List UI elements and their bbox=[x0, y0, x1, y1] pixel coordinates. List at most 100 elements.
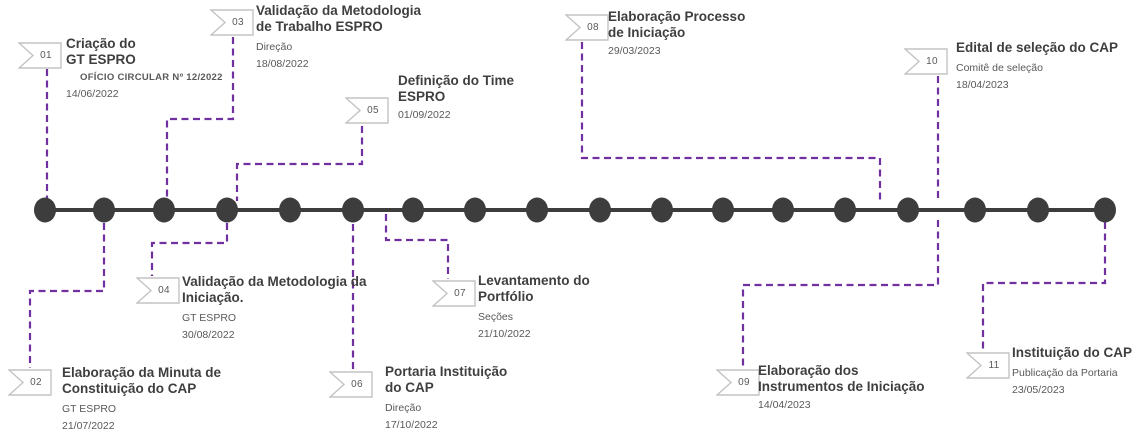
milestone-text-10: Edital de seleção do CAP Comitê de seleçã… bbox=[956, 40, 1118, 92]
milestone-subtitle: Comitê de seleção bbox=[956, 62, 1043, 74]
flag-banner-shape bbox=[565, 14, 609, 41]
connector-11 bbox=[981, 222, 1107, 350]
flag-banner-icon bbox=[329, 371, 373, 398]
milestone-subtitle: GT ESPRO bbox=[182, 312, 237, 324]
flag-number: 09 bbox=[738, 377, 750, 388]
flag-number: 05 bbox=[367, 105, 379, 116]
milestone-title-line: de Iniciação bbox=[608, 25, 686, 40]
timeline-dot-7 bbox=[402, 197, 424, 223]
flag-banner-icon bbox=[8, 369, 52, 396]
flag-marker-10: 10 bbox=[904, 48, 948, 75]
flag-number: 10 bbox=[926, 56, 938, 67]
flag-banner-icon bbox=[966, 352, 1010, 379]
milestone-date: 21/10/2022 bbox=[478, 328, 531, 340]
flag-marker-09: 09 bbox=[716, 369, 760, 396]
timeline-dot-2 bbox=[93, 197, 115, 223]
flag-marker-02: 02 bbox=[8, 369, 52, 396]
milestone-title-line: Validação da Metodologia da bbox=[182, 274, 367, 289]
milestone-title-line: Elaboração da Minuta de bbox=[62, 365, 222, 380]
flag-banner-shape bbox=[329, 371, 373, 398]
flag-banner-icon bbox=[565, 14, 609, 41]
flag-banner-icon bbox=[18, 42, 62, 69]
milestone-title-line: Definição do Time bbox=[398, 73, 515, 88]
milestone-subtitle: Direção bbox=[256, 41, 293, 53]
timeline-dot-17 bbox=[1027, 197, 1049, 223]
milestone-subtitle: Publicação da Portaria bbox=[1012, 367, 1118, 379]
milestone-title-line: Instituição do CAP bbox=[1012, 345, 1133, 360]
timeline-dot-14 bbox=[834, 197, 856, 223]
milestone-title-line: Elaboração dos bbox=[758, 363, 859, 378]
connector-03 bbox=[165, 37, 235, 199]
milestone-title-line: do CAP bbox=[385, 380, 434, 395]
flag-banner-shape bbox=[8, 369, 52, 396]
milestone-title-line: GT ESPRO bbox=[66, 52, 136, 67]
flag-number: 11 bbox=[988, 360, 1000, 371]
connector-05 bbox=[235, 126, 364, 201]
flag-marker-05: 05 bbox=[345, 97, 389, 124]
flag-banner-icon bbox=[716, 369, 760, 396]
milestone-date: 17/10/2022 bbox=[385, 419, 438, 431]
timeline-dot-18 bbox=[1094, 197, 1116, 223]
flag-banner-shape bbox=[136, 277, 180, 304]
timeline-dot-6 bbox=[342, 197, 364, 223]
milestone-title-line: Portaria Instituição bbox=[385, 364, 508, 379]
flag-banner-icon bbox=[345, 97, 389, 124]
flag-banner-shape bbox=[18, 42, 62, 69]
milestone-title-line: Criação do bbox=[66, 36, 136, 51]
flag-number: 07 bbox=[454, 288, 466, 299]
milestone-date: 23/05/2023 bbox=[1012, 384, 1065, 396]
connector-08 bbox=[580, 42, 882, 201]
flag-marker-04: 04 bbox=[136, 277, 180, 304]
milestone-subtitle: GT ESPRO bbox=[62, 403, 117, 415]
timeline-dot-3 bbox=[153, 197, 175, 223]
timeline-dot-13 bbox=[772, 197, 794, 223]
timeline-dot-9 bbox=[526, 197, 548, 223]
milestone-subtitle: Direção bbox=[385, 402, 422, 414]
flag-number: 04 bbox=[158, 285, 170, 296]
milestone-title-line: Validação da Metodologia bbox=[256, 3, 422, 18]
timeline-dot-1 bbox=[34, 197, 56, 223]
flag-banner-icon bbox=[210, 9, 254, 36]
flag-marker-06: 06 bbox=[329, 371, 373, 398]
flag-marker-11: 11 bbox=[966, 352, 1010, 379]
flag-banner-shape bbox=[966, 352, 1010, 379]
connector-09 bbox=[741, 220, 940, 367]
connector-04 bbox=[150, 223, 229, 276]
flag-number: 02 bbox=[30, 377, 42, 388]
milestone-title-line: Elaboração Processo bbox=[608, 9, 746, 24]
timeline-dot-11 bbox=[651, 197, 673, 223]
timeline-dot-15 bbox=[897, 197, 919, 223]
milestone-title-line: Instrumentos de Iniciação bbox=[758, 379, 925, 394]
flag-banner-shape bbox=[716, 369, 760, 396]
milestone-title: Edital de seleção do CAP bbox=[956, 40, 1118, 56]
flag-marker-01: 01 bbox=[18, 42, 62, 69]
milestone-date: 18/04/2023 bbox=[956, 79, 1009, 91]
flag-marker-08: 08 bbox=[565, 14, 609, 41]
flag-number: 01 bbox=[40, 50, 52, 61]
flag-marker-03: 03 bbox=[210, 9, 254, 36]
milestone-date: 14/06/2022 bbox=[66, 88, 119, 100]
milestone-title-line: ESPRO bbox=[398, 89, 446, 104]
flag-number: 06 bbox=[351, 379, 363, 390]
flag-number: 08 bbox=[587, 22, 599, 33]
milestone-title-line: Iniciação. bbox=[182, 290, 244, 305]
timeline-dot-4 bbox=[216, 197, 238, 223]
flag-banner-shape bbox=[345, 97, 389, 124]
connector-07 bbox=[384, 214, 450, 279]
flag-banner-shape bbox=[210, 9, 254, 36]
